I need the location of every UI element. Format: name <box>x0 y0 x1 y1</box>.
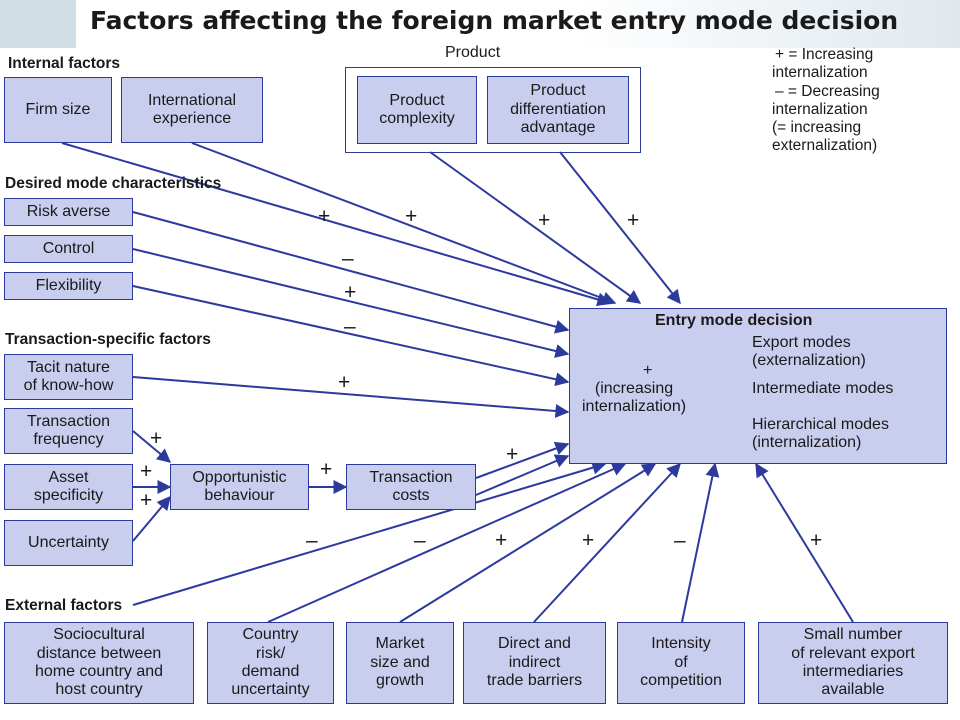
sign-risk-averse: – <box>342 247 354 270</box>
arrow-risk-averse <box>132 211 570 334</box>
section-external-factors: External factors <box>5 597 123 614</box>
arrow-costs-entry-2 <box>475 454 570 496</box>
sociocultural-distance-box: Sociocultural distance between home coun… <box>4 622 194 704</box>
entry-mode-decision-box <box>569 308 947 464</box>
sign-control: + <box>344 281 357 304</box>
sign-intermediaries: + <box>810 529 823 552</box>
legend-plus-line2: internalization <box>772 64 868 81</box>
arrow-costs-entry-1 <box>475 441 570 479</box>
flexibility-box: Flexibility <box>4 272 133 300</box>
sign-trade-barriers: + <box>582 529 595 552</box>
sign-prod-complexity: + <box>538 209 551 232</box>
sign-unc-opp: + <box>140 489 153 512</box>
legend-minus-line2: internalization <box>772 101 868 118</box>
opportunistic-behaviour-box: Opportunistic behaviour <box>170 464 309 510</box>
arrow-prod-diff <box>559 151 681 305</box>
sign-intl-exp: + <box>405 205 418 228</box>
legend-minus-line4: externalization) <box>772 137 878 154</box>
arrow-unc-opp <box>132 495 171 542</box>
sign-firm-size: + <box>318 205 331 228</box>
sign-sociocultural: – <box>306 529 318 552</box>
sign-tacit: + <box>338 371 351 394</box>
arrow-competition <box>681 462 720 623</box>
entry-plus-sign: + <box>643 362 653 379</box>
page-title: Factors affecting the foreign market ent… <box>90 6 899 35</box>
asset-specificity-box: Asset specificity <box>4 464 133 510</box>
arrow-market-size <box>399 463 657 623</box>
sign-prod-diff: + <box>627 209 640 232</box>
arrow-trade-barriers <box>533 462 681 623</box>
arrow-freq-opp <box>132 430 172 463</box>
sign-country-risk: – <box>414 529 426 552</box>
transaction-frequency-box: Transaction frequency <box>4 408 133 454</box>
sign-freq-opp: + <box>150 427 163 450</box>
product-label: Product <box>445 44 501 61</box>
header-accent <box>0 0 76 48</box>
arrow-intermediaries <box>755 462 854 623</box>
arrow-prod-complexity <box>429 151 642 304</box>
tacit-know-how-box: Tacit nature of know-how <box>4 354 133 400</box>
header-band <box>0 0 960 48</box>
entry-mode-title: Entry mode decision <box>655 312 813 329</box>
country-risk-box: Country risk/ demand uncertainty <box>207 622 334 704</box>
international-experience-box: International experience <box>121 77 263 143</box>
section-transaction-specific: Transaction-specific factors <box>5 331 211 348</box>
export-modes-label: Export modes (externalization) <box>752 334 866 370</box>
trade-barriers-box: Direct and indirect trade barriers <box>463 622 606 704</box>
uncertainty-box: Uncertainty <box>4 520 133 566</box>
export-intermediaries-box: Small number of relevant export intermed… <box>758 622 948 704</box>
arrow-firm-size <box>61 142 612 307</box>
arrow-intl-exp <box>191 142 617 306</box>
section-internal-factors: Internal factors <box>8 55 120 72</box>
market-size-box: Market size and growth <box>346 622 454 704</box>
sign-flexibility: – <box>344 315 356 338</box>
section-desired-mode: Desired mode characteristics <box>5 175 222 192</box>
product-differentiation-box: Product differentiation advantage <box>487 76 629 144</box>
product-complexity-box: Product complexity <box>357 76 477 144</box>
arrow-tacit <box>132 376 570 418</box>
intermediate-modes-label: Intermediate modes <box>752 380 894 397</box>
arrow-country-risk <box>267 462 627 623</box>
control-box: Control <box>4 235 133 263</box>
legend-plus-line1: + = Increasing <box>775 46 874 63</box>
product-frame <box>345 67 641 153</box>
legend-minus-line3: (= increasing <box>772 119 862 136</box>
sign-opp-costs: + <box>320 458 333 481</box>
sign-market-size: + <box>495 529 508 552</box>
hierarchical-modes-label: Hierarchical modes (internalization) <box>752 416 889 452</box>
sign-costs-entry: + <box>506 443 519 466</box>
sign-asset-opp: + <box>140 460 153 483</box>
entry-increasing-label: (increasing internalization) <box>582 380 687 416</box>
arrow-sociocultural <box>132 460 607 606</box>
arrow-flexibility <box>132 285 570 387</box>
firm-size-box: Firm size <box>4 77 112 143</box>
transaction-costs-box: Transaction costs <box>346 464 476 510</box>
competition-box: Intensity of competition <box>617 622 745 704</box>
sign-competition: – <box>674 529 686 552</box>
legend-minus-line1: – = Decreasing <box>775 83 880 100</box>
arrow-control <box>132 248 570 358</box>
risk-averse-box: Risk averse <box>4 198 133 226</box>
